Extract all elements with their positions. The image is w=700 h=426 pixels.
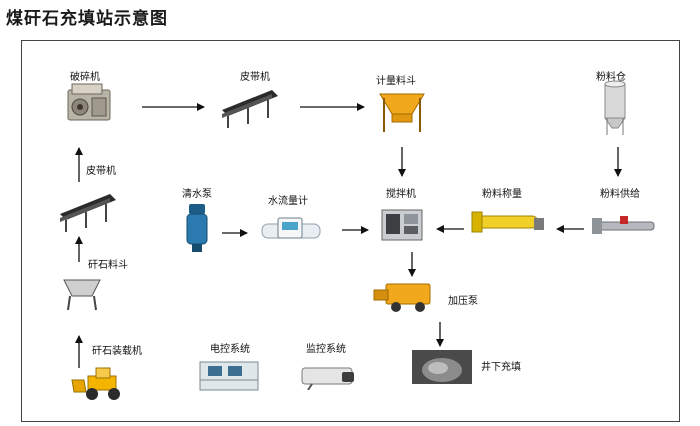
label-water-flow-meter: 水流量计: [268, 196, 308, 207]
crusher-icon: [67, 83, 111, 121]
surveillance-camera-icon: [301, 367, 354, 390]
label-crusher: 破碎机: [70, 72, 100, 83]
gangue-hopper-icon: [63, 279, 101, 311]
powder-silo-icon: [604, 80, 626, 135]
diagram-title: 煤矸石充填站示意图: [6, 9, 168, 29]
label-clean-water-pump: 清水泵: [182, 189, 212, 200]
mixer-icon: [381, 209, 423, 241]
diagram-frame: [21, 40, 680, 422]
label-belt-top: 皮带机: [240, 72, 270, 83]
label-powder-feeding: 粉料供给: [600, 189, 640, 200]
belt-conveyor-left-icon: [60, 194, 116, 232]
label-underground-filling: 井下充填: [481, 362, 521, 373]
label-metering-hopper: 计量料斗: [376, 76, 416, 87]
label-belt-left: 皮带机: [86, 166, 116, 177]
label-gangue-hopper: 矸石料斗: [88, 260, 128, 271]
belt-conveyor-icon: [222, 90, 278, 128]
label-mixer: 搅拌机: [386, 189, 416, 200]
label-powder-silo: 粉料仓: [596, 72, 626, 83]
wheel-loader-icon: [71, 367, 120, 400]
flow-meter-icon: [261, 217, 321, 239]
powder-feeder-icon: [592, 216, 655, 234]
metering-hopper-icon: [379, 93, 425, 132]
water-pump-icon: [186, 204, 208, 252]
label-powder-weighing: 粉料称量: [482, 189, 522, 200]
label-pressure-pump: 加压泵: [448, 296, 478, 307]
pressure-pump-icon: [373, 283, 431, 312]
label-monitoring: 监控系统: [306, 344, 346, 355]
label-gangue-loader: 矸石装载机: [92, 346, 142, 357]
screw-conveyor-icon: [471, 211, 544, 233]
control-console-icon: [199, 361, 259, 391]
label-electric-control: 电控系统: [210, 344, 250, 355]
underground-filling-icon: [412, 350, 472, 384]
